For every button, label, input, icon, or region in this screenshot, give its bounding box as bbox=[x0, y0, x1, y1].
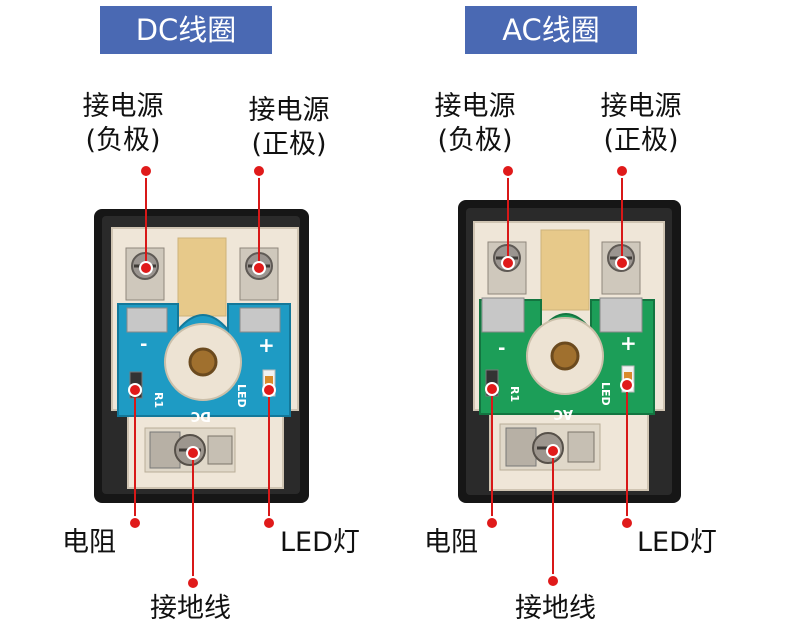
dc-pcb-r1: R1 bbox=[152, 392, 165, 408]
dc-pos-label-line1: 接电源 bbox=[248, 95, 330, 126]
ac-socket: - + R1 AC LED bbox=[458, 200, 681, 503]
dc-led-target-dot bbox=[264, 385, 274, 395]
ac-ground-target-dot bbox=[548, 446, 558, 456]
ac-neg-pointer-line bbox=[507, 170, 509, 264]
ac-led-pointer-line bbox=[626, 384, 628, 524]
ac-pcb-r1: R1 bbox=[508, 386, 521, 402]
ac-neg-label-line2: (负极) bbox=[437, 125, 513, 156]
ac-resistor-target-dot bbox=[487, 384, 497, 394]
dc-resistor-pointer-dot bbox=[130, 518, 140, 528]
ac-pcb-led: LED bbox=[599, 382, 612, 406]
dc-neg-target-dot bbox=[141, 263, 151, 273]
ac-led-label: LED灯 bbox=[637, 527, 717, 558]
dc-resistor-label: 电阻 bbox=[62, 527, 116, 558]
dc-pos-pointer-line bbox=[258, 170, 260, 270]
dc-pcb-type: DC bbox=[191, 408, 211, 423]
ac-led-target-dot bbox=[622, 380, 632, 390]
dc-pcb-led: LED bbox=[235, 384, 248, 408]
ac-pos-pointer-dot bbox=[617, 166, 627, 176]
ac-ground-pointer-dot bbox=[548, 576, 558, 586]
dc-resistor-pointer-line bbox=[134, 388, 136, 524]
ac-pcb-minus: - bbox=[498, 338, 505, 359]
dc-led-label: LED灯 bbox=[280, 527, 360, 558]
ac-pos-pointer-line bbox=[621, 170, 623, 264]
ac-resistor-pointer-dot bbox=[487, 518, 497, 528]
dc-neg-label-line1: 接电源 bbox=[82, 91, 164, 122]
dc-pcb-plus: + bbox=[258, 333, 275, 357]
dc-pos-label-line2: (正极) bbox=[251, 129, 327, 160]
dc-ground-label: 接地线 bbox=[150, 593, 231, 624]
dc-resistor-target-dot bbox=[130, 385, 140, 395]
ac-neg-label-line1: 接电源 bbox=[434, 91, 516, 122]
dc-pos-target-dot bbox=[254, 263, 264, 273]
ac-pos-label-line2: (正极) bbox=[603, 125, 679, 156]
dc-led-pointer-line bbox=[268, 388, 270, 524]
dc-ground-pointer-dot bbox=[188, 578, 198, 588]
dc-pcb-minus: - bbox=[140, 334, 147, 355]
dc-neg-label-line2: (负极) bbox=[85, 125, 161, 156]
dc-coil-title: DC线圈 bbox=[100, 6, 272, 54]
ac-ground-pointer-line bbox=[552, 450, 554, 580]
dc-neg-pointer-dot bbox=[141, 166, 151, 176]
dc-ground-pointer-line bbox=[192, 452, 194, 582]
ac-pos-target-dot bbox=[617, 258, 627, 268]
dc-pos-pointer-dot bbox=[254, 166, 264, 176]
ac-coil-title: AC线圈 bbox=[465, 6, 637, 54]
ac-pcb-type: AC bbox=[553, 406, 573, 421]
ac-pcb-plus: + bbox=[620, 331, 637, 355]
ac-resistor-label: 电阻 bbox=[424, 527, 478, 558]
dc-led-pointer-dot bbox=[264, 518, 274, 528]
dc-neg-pointer-line bbox=[145, 170, 147, 270]
dc-ground-target-dot bbox=[188, 448, 198, 458]
ac-resistor-pointer-line bbox=[491, 388, 493, 524]
ac-neg-target-dot bbox=[503, 258, 513, 268]
dc-socket: - + R1 DC LED bbox=[94, 209, 309, 503]
ac-neg-pointer-dot bbox=[503, 166, 513, 176]
ac-pos-label-line1: 接电源 bbox=[600, 91, 682, 122]
ac-led-pointer-dot bbox=[622, 518, 632, 528]
ac-ground-label: 接地线 bbox=[515, 593, 596, 624]
